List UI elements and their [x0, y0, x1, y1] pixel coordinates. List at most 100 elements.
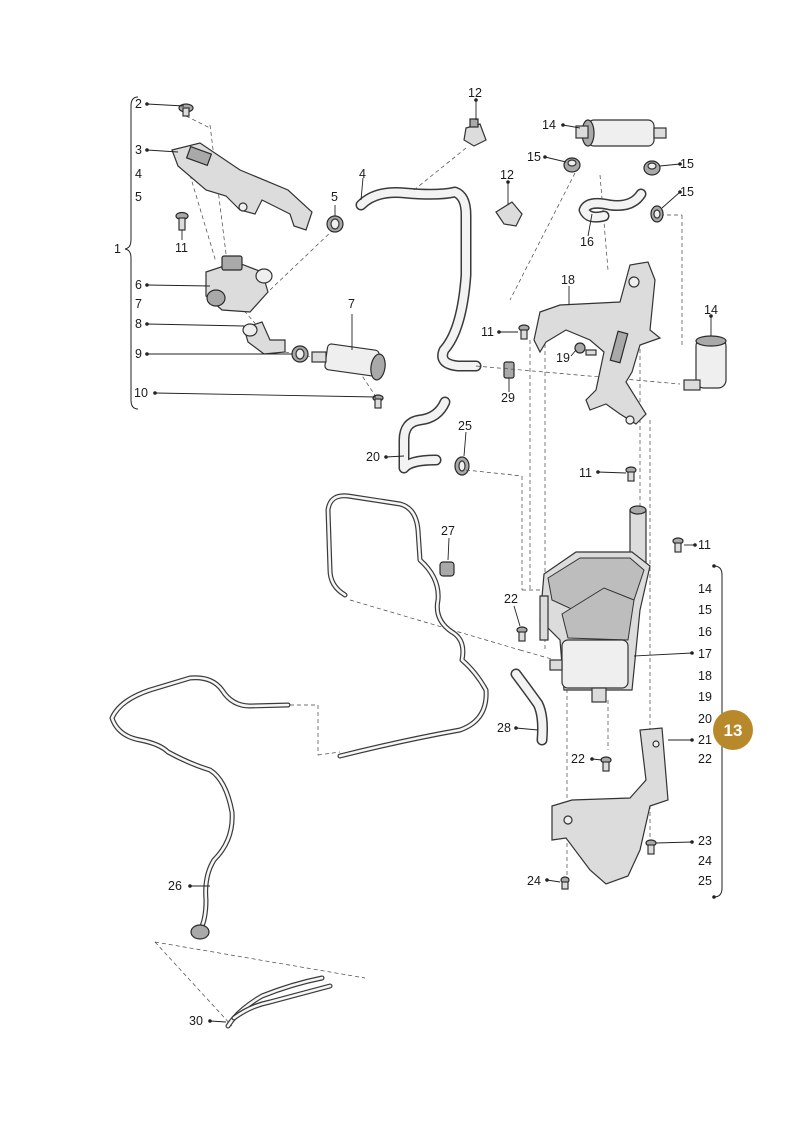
callout-29: 29: [501, 391, 515, 405]
callout-14-right: 14: [704, 303, 718, 317]
callout-25: 25: [458, 419, 472, 433]
callout-dot-icon: [497, 330, 501, 334]
part-19-nut: [574, 342, 597, 356]
callout-27: 27: [441, 524, 455, 538]
part-15-clamp-b: [643, 160, 661, 176]
part-28-hose: [510, 668, 548, 746]
callout-22-list: 22: [698, 752, 712, 766]
callout-dot-icon: [145, 102, 149, 106]
part-22-screw-a: [516, 626, 528, 642]
callout-16-list: 16: [698, 625, 712, 639]
page-badge: 13: [713, 710, 753, 750]
callout-7: 7: [135, 297, 142, 311]
callout-4: 4: [135, 167, 142, 181]
callout-5-clamp: 5: [331, 190, 338, 204]
callout-14-top: 14: [542, 118, 556, 132]
part-27-clip: [439, 561, 455, 577]
callout-11: 11: [175, 241, 188, 255]
callout-6: 6: [135, 278, 142, 292]
callout-28: 28: [497, 721, 511, 735]
callout-17: 17: [698, 647, 712, 661]
callout-dots: [145, 98, 716, 1023]
callout-dot-icon: [678, 162, 682, 166]
part-8-elbow: [242, 321, 286, 355]
callout-26: 26: [168, 879, 182, 893]
callout-dot-icon: [590, 757, 594, 761]
callout-labels: 1 2 3 4 5 11 6 7 8 9 10 7 4 5 12 12 20 2…: [114, 86, 718, 1028]
callout-dot-icon: [712, 895, 716, 899]
part-30-line-pair: [225, 975, 333, 1029]
callout-4-hose: 4: [359, 167, 366, 181]
part-29-clip: [503, 361, 515, 379]
callout-dot-icon: [690, 738, 694, 742]
badge-label: 13: [724, 721, 743, 740]
part-16-hose: [578, 188, 647, 223]
leader-lines: [146, 100, 712, 1023]
part-20-hose: [398, 396, 451, 474]
part-4-hose: [355, 186, 482, 372]
callout-9: 9: [135, 347, 142, 361]
part-15-clamp-a: [563, 157, 581, 173]
part-18-bracket: [533, 261, 662, 425]
callout-15-c: 15: [680, 185, 694, 199]
callout-3: 3: [135, 143, 142, 157]
callout-dot-icon: [690, 651, 694, 655]
callout-24-list: 24: [698, 854, 712, 868]
callout-23: 23: [698, 834, 712, 848]
part-long-line-upper: [325, 493, 489, 759]
part-22-screw-b: [600, 756, 612, 772]
callout-22-a: 22: [504, 592, 518, 606]
callout-18: 18: [561, 273, 575, 287]
callout-2: 2: [135, 97, 142, 111]
part-26-line: [109, 675, 291, 940]
callout-11-canister: 11: [698, 538, 711, 552]
part-6-pump: [205, 255, 273, 313]
callout-19-list: 19: [698, 690, 712, 704]
callout-dot-icon: [153, 391, 157, 395]
callout-10: 10: [134, 386, 148, 400]
callout-dot-icon: [712, 564, 716, 568]
part-11-screw-bracket: [518, 324, 530, 340]
part-25-clamp: [454, 456, 470, 476]
callout-dot-icon: [145, 283, 149, 287]
part-23-screw: [645, 839, 657, 855]
callout-15-b: 15: [680, 157, 694, 171]
callout-21: 21: [698, 733, 712, 747]
callout-12-mid: 12: [500, 168, 514, 182]
callout-dot-icon: [145, 148, 149, 152]
callout-dot-icon: [145, 352, 149, 356]
callout-dot-icon: [506, 180, 510, 184]
callout-7-filter: 7: [348, 297, 355, 311]
callout-dot-icon: [693, 543, 697, 547]
part-11-screw-canister: [672, 537, 684, 553]
part-14-valve-top: [575, 119, 667, 147]
callout-dot-icon: [514, 726, 518, 730]
callout-15: 15: [698, 603, 712, 617]
part-21-bracket: [551, 727, 669, 885]
part-11-screw-left: [175, 211, 189, 231]
callout-14: 14: [698, 582, 712, 596]
part-15-clamp-c: [650, 205, 664, 223]
callout-20-list: 20: [698, 712, 712, 726]
callout-dot-icon: [709, 314, 713, 318]
callout-19: 19: [556, 351, 570, 365]
callout-16: 16: [580, 235, 594, 249]
callout-dot-icon: [561, 123, 565, 127]
callout-dot-icon: [188, 884, 192, 888]
callout-dot-icon: [474, 98, 478, 102]
badge-circle: [713, 710, 753, 750]
part-7-filter: [311, 343, 386, 381]
callout-dot-icon: [208, 1019, 212, 1023]
callout-15-a: 15: [527, 150, 541, 164]
callout-1: 1: [114, 242, 121, 256]
group-bracket-left: [124, 96, 139, 410]
callout-25-list: 25: [698, 874, 712, 888]
callout-30: 30: [189, 1014, 203, 1028]
part-10-screw: [372, 394, 384, 409]
callout-11-bracket: 11: [481, 325, 494, 339]
callout-11-mid: 11: [579, 466, 592, 480]
part-12-clip-top: [463, 118, 487, 147]
callout-5: 5: [135, 190, 142, 204]
callout-8: 8: [135, 317, 142, 331]
